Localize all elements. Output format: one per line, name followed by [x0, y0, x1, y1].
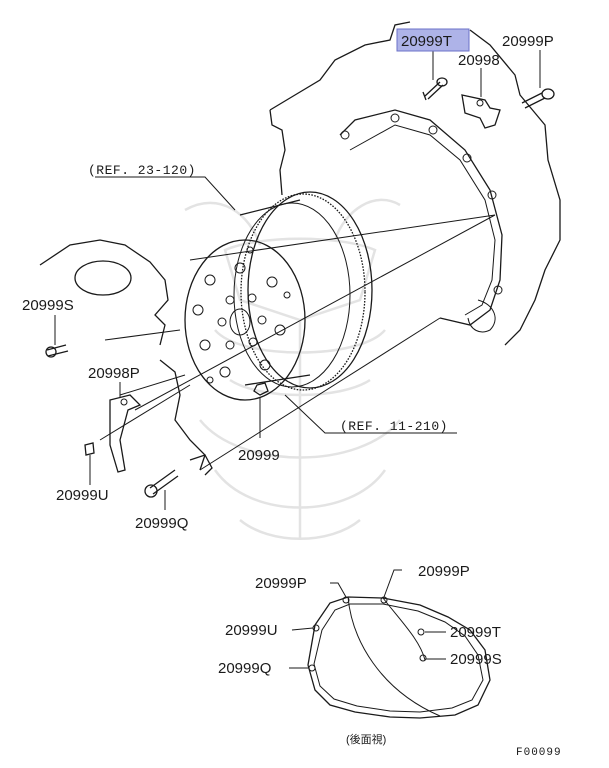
callout-20999U[interactable]: 20999U [56, 487, 109, 504]
ref-drive-plate-label[interactable]: (REF. 11-210) [340, 419, 448, 434]
callout-20999[interactable]: 20999 [238, 447, 280, 464]
callout-20999T[interactable]: 20999T [401, 33, 452, 50]
nut-20999-drawing [253, 382, 269, 396]
figure-code: F00099 [516, 747, 562, 759]
bolt-20999T-drawing [422, 77, 448, 101]
bolt-20999S-drawing [45, 344, 69, 358]
rear-callout-20999P-left[interactable]: 20999P [255, 575, 307, 592]
rear-callout-20999S[interactable]: 20999S [450, 651, 502, 668]
rear-callout-20999U[interactable]: 20999U [225, 622, 278, 639]
rear-callout-20999Q[interactable]: 20999Q [218, 660, 271, 677]
rear-callout-20999P-right[interactable]: 20999P [418, 563, 470, 580]
rear-callout-20999T[interactable]: 20999T [450, 624, 501, 641]
callout-20999S[interactable]: 20999S [22, 297, 74, 314]
leader-lines-upper [54, 50, 541, 510]
bolt-20999P-drawing [521, 88, 555, 109]
selected-part-highlight [396, 28, 470, 52]
callout-20998P[interactable]: 20998P [88, 365, 140, 382]
bracket-20998P-drawing [109, 394, 142, 473]
bolt-20999U-drawing [84, 442, 95, 456]
drive-plate [184, 239, 306, 401]
bolt-20999Q-drawing [144, 469, 179, 498]
callout-20998[interactable]: 20998 [458, 52, 500, 69]
callout-20999Q[interactable]: 20999Q [135, 515, 188, 532]
transmission-case [269, 21, 561, 346]
leader-lines-rear [289, 569, 446, 669]
bracket-20998-drawing [461, 94, 501, 129]
callout-20999P-top[interactable]: 20999P [502, 33, 554, 50]
ref-flywheel-label[interactable]: (REF. 23-120) [88, 163, 196, 178]
rear-view-caption: (後面視) [346, 732, 386, 746]
flywheel-ring-gear [233, 191, 373, 391]
engine-block [39, 239, 213, 476]
